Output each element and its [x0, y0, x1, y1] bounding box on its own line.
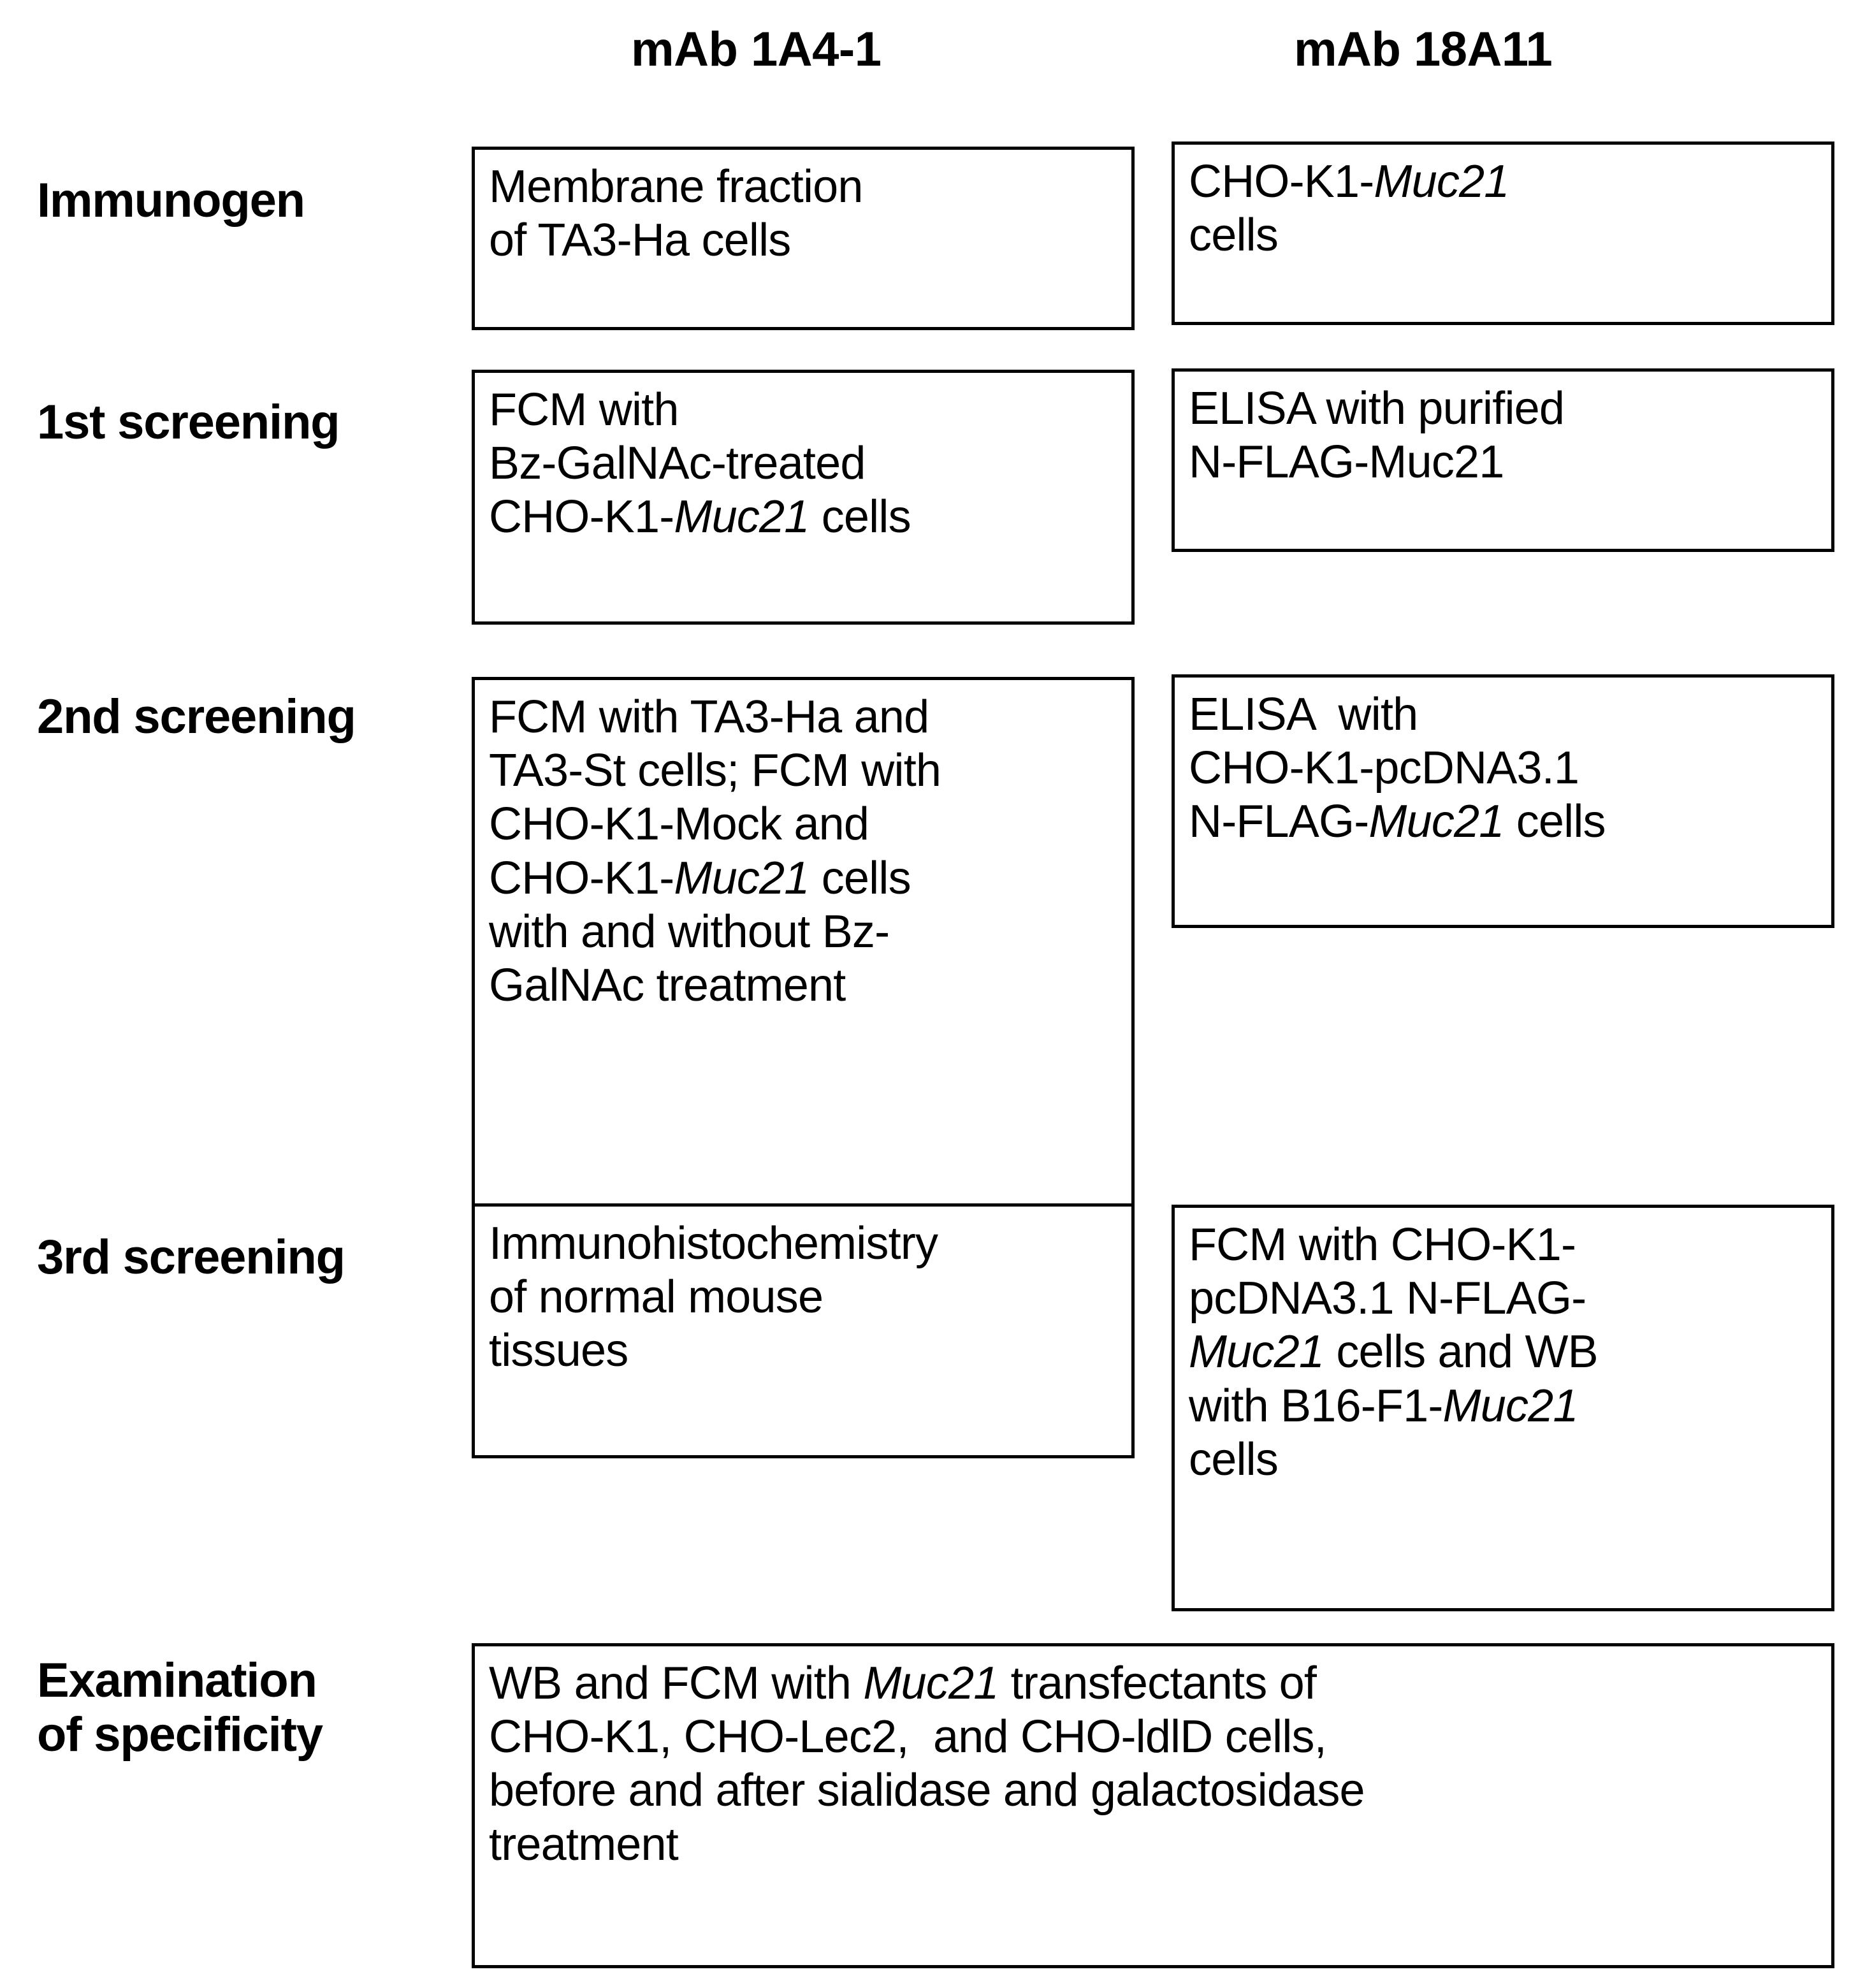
line-2: CHO-K1-pcDNA3.1: [1189, 743, 1579, 794]
line-1: FCM with TA3-Ha and: [489, 692, 929, 743]
line-1-prefix: CHO-K1-: [1189, 156, 1374, 207]
line-3-prefix: N-FLAG-: [1189, 796, 1369, 848]
line-5: with and without Bz-: [489, 906, 890, 957]
line-3-prefix: CHO-K1-: [489, 491, 674, 543]
line-2: pcDNA3.1 N-FLAG-: [1189, 1273, 1586, 1324]
column-header-mab-1a4-1: mAb 1A4-1: [631, 22, 882, 76]
cell-text: Immunohistochemistry of normal mouse tis…: [489, 1217, 1120, 1378]
gene-name-muc21: Muc21: [1374, 156, 1509, 207]
line-5: cells: [1189, 1433, 1279, 1485]
line-6: GalNAc treatment: [489, 960, 846, 1012]
cell-text: Membrane fraction of TA3-Ha cells: [489, 160, 1120, 267]
cell-immunogen-mab-18a11: CHO-K1-Muc21 cells: [1172, 141, 1834, 325]
line-3: CHO-K1-Mock and: [489, 799, 869, 850]
line-2: Bz-GalNAc-treated: [489, 438, 866, 490]
cell-1st-screening-mab-1a4-1: FCM with Bz-GalNAc-treated CHO-K1-Muc21 …: [472, 370, 1135, 625]
line-1: FCM with CHO-K1-: [1189, 1219, 1576, 1270]
cell-immunogen-mab-1a4-1: Membrane fraction of TA3-Ha cells: [472, 147, 1135, 330]
cell-2nd-screening-mab-1a4-1: FCM with TA3-Ha and TA3-St cells; FCM wi…: [472, 677, 1135, 1224]
line-2: of TA3-Ha cells: [489, 215, 791, 266]
gene-name-muc21-2: Muc21: [1442, 1380, 1579, 1432]
cell-text: FCM with TA3-Ha and TA3-St cells; FCM wi…: [489, 690, 1120, 1012]
line-3-suffix: cells: [809, 491, 911, 543]
cell-text: ELISA with purified N-FLAG-Muc21: [1189, 382, 1820, 489]
line-2: TA3-St cells; FCM with: [489, 745, 941, 797]
line-1-prefix: WB and FCM with: [489, 1658, 864, 1709]
cell-text: FCM with Bz-GalNAc-treated CHO-K1-Muc21 …: [489, 383, 1120, 544]
row-label-3rd-screening: 3rd screening: [37, 1230, 345, 1284]
line-2: CHO-K1, CHO-Lec2, and CHO-ldlD cells,: [489, 1711, 1327, 1763]
line-3-suffix: cells and WB: [1324, 1326, 1598, 1378]
line-2: of normal mouse: [489, 1272, 824, 1323]
line-1: FCM with: [489, 384, 679, 435]
gene-name-muc21: Muc21: [674, 491, 809, 543]
row-label-2nd-screening: 2nd screening: [37, 690, 356, 744]
line-1: Membrane fraction: [489, 161, 863, 212]
cell-text: FCM with CHO-K1- pcDNA3.1 N-FLAG- Muc21 …: [1189, 1218, 1820, 1486]
cell-2nd-screening-mab-18a11: ELISA with CHO-K1-pcDNA3.1 N-FLAG-Muc21 …: [1172, 674, 1834, 928]
line-4: treatment: [489, 1818, 679, 1870]
line-1: ELISA with: [1189, 689, 1418, 740]
line-1: Immunohistochemistry: [489, 1218, 938, 1269]
cell-text: CHO-K1-Muc21 cells: [1189, 155, 1820, 262]
line-2: N-FLAG-Muc21: [1189, 437, 1504, 488]
row-label-examination-of-specificity: Examination of specificity: [37, 1653, 323, 1762]
cell-examination-of-specificity: WB and FCM with Muc21 transfectants of C…: [472, 1643, 1834, 1968]
cell-text: ELISA with CHO-K1-pcDNA3.1 N-FLAG-Muc21 …: [1189, 688, 1820, 849]
gene-name-muc21: Muc21: [674, 852, 809, 904]
line-4-prefix: with B16-F1-: [1189, 1380, 1443, 1432]
gene-name-muc21: Muc21: [1368, 796, 1504, 848]
line-2: cells: [1189, 210, 1279, 261]
cell-3rd-screening-mab-18a11: FCM with CHO-K1- pcDNA3.1 N-FLAG- Muc21 …: [1172, 1205, 1834, 1611]
line-1-suffix: transfectants of: [998, 1658, 1317, 1709]
line-3-suffix: cells: [1504, 796, 1606, 848]
cell-1st-screening-mab-18a11: ELISA with purified N-FLAG-Muc21: [1172, 368, 1834, 552]
line-3: before and after sialidase and galactosi…: [489, 1765, 1365, 1817]
gene-name-muc21: Muc21: [863, 1658, 999, 1709]
cell-text: WB and FCM with Muc21 transfectants of C…: [489, 1657, 1820, 1871]
column-header-mab-18a11: mAb 18A11: [1294, 22, 1553, 76]
line-4-prefix: CHO-K1-: [489, 852, 674, 904]
line-4-suffix: cells: [809, 852, 911, 904]
row-label-immunogen: Immunogen: [37, 173, 305, 228]
line-3: tissues: [489, 1325, 628, 1377]
row-label-1st-screening: 1st screening: [37, 395, 340, 449]
gene-name-muc21: Muc21: [1189, 1326, 1325, 1378]
cell-3rd-screening-mab-1a4-1: Immunohistochemistry of normal mouse tis…: [472, 1203, 1135, 1458]
line-1: ELISA with purified: [1189, 383, 1565, 434]
